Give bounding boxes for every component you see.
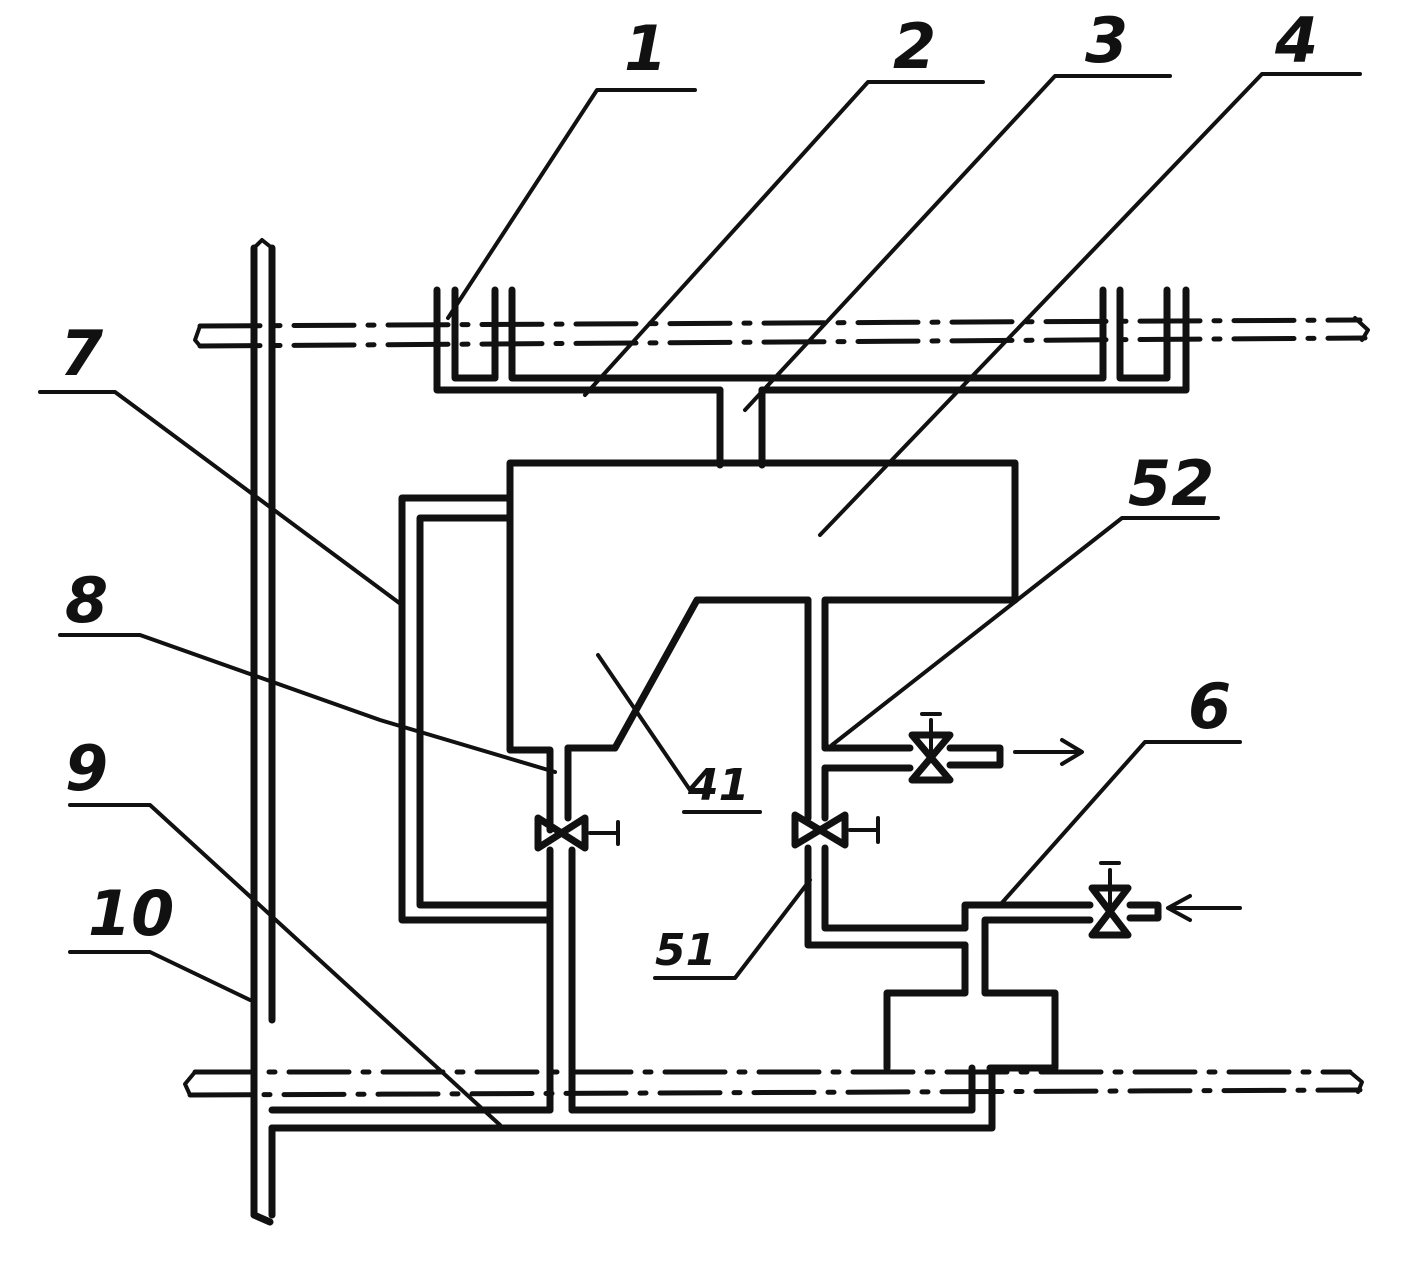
vertical-pipe-10 xyxy=(250,238,276,1226)
label-6: 6 xyxy=(1188,670,1231,743)
upper-level-line xyxy=(193,316,1370,349)
lower-level-line xyxy=(183,1069,1364,1098)
connector-3 xyxy=(716,386,766,469)
label-2: 2 xyxy=(893,10,936,83)
label-9: 9 xyxy=(65,732,108,805)
arrow-in-icon xyxy=(1166,894,1242,922)
valve-icon xyxy=(534,814,620,852)
valve-icon xyxy=(791,811,880,849)
bottom-pipe-9 xyxy=(268,1064,996,1132)
leader-lines xyxy=(38,72,1362,1127)
tank-4 xyxy=(506,459,1019,834)
label-52: 52 xyxy=(1128,447,1214,520)
upper-tray xyxy=(433,286,1190,394)
label-3: 3 xyxy=(1085,4,1128,77)
arrow-out-icon xyxy=(1013,738,1084,766)
label-10: 10 xyxy=(88,877,174,950)
down-pipe-right xyxy=(804,596,969,949)
label-4: 4 xyxy=(1274,4,1318,77)
label-1: 1 xyxy=(624,12,667,85)
label-8: 8 xyxy=(65,564,108,637)
outlet-52 xyxy=(821,744,1004,772)
valve-icon xyxy=(908,712,954,784)
label-51: 51 xyxy=(655,925,716,976)
down-pipe-left xyxy=(546,744,576,1114)
label-7: 7 xyxy=(60,317,104,390)
bypass-pipe-7 xyxy=(398,494,554,924)
pump-box xyxy=(883,941,1059,1072)
valve-icon xyxy=(1088,861,1132,939)
inlet-6 xyxy=(961,901,1162,949)
label-41: 41 xyxy=(687,760,749,811)
